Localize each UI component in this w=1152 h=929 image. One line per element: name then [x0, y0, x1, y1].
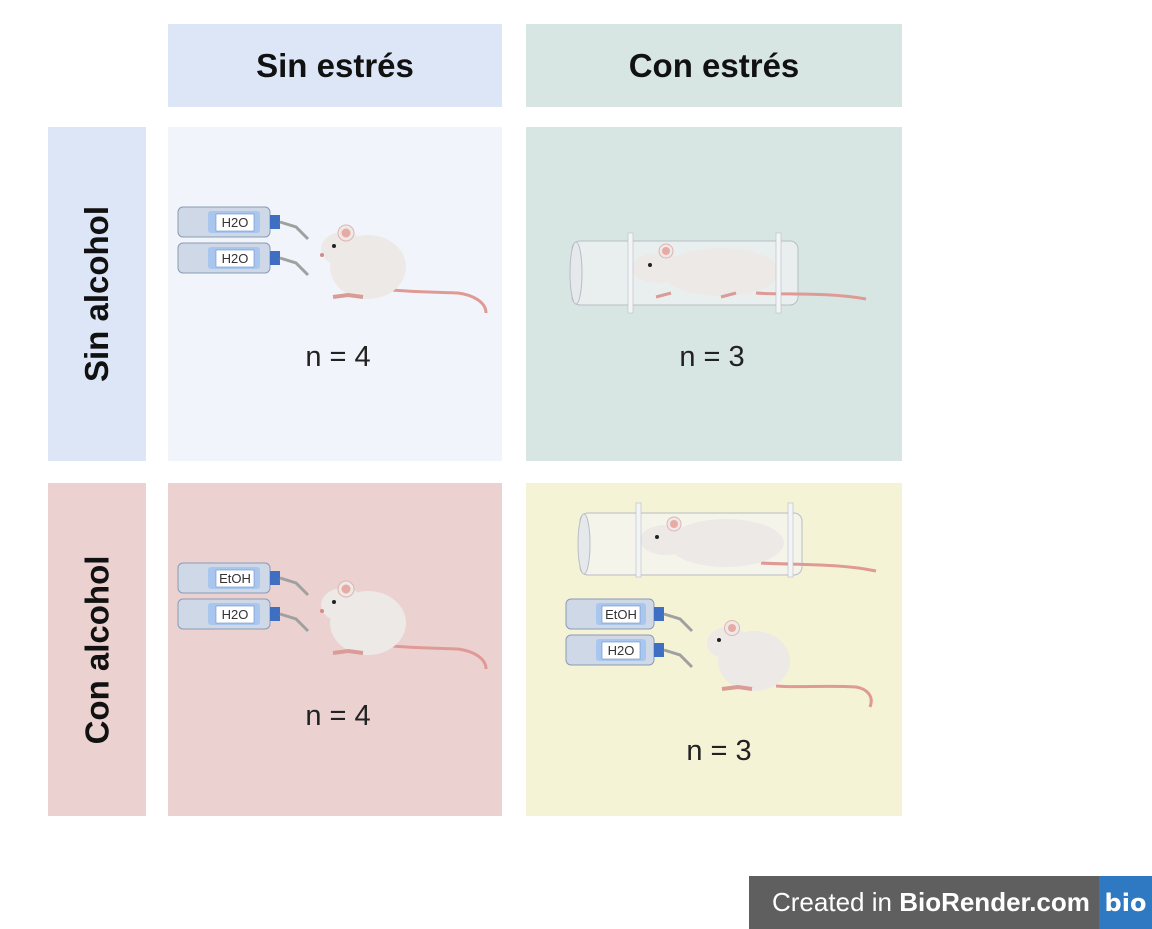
restraint-tube-illustration: [569, 232, 867, 314]
credit-prefix: Created in: [772, 887, 900, 917]
water-bottle-icon: H2O: [565, 634, 694, 669]
svg-text:EtOH: EtOH: [605, 607, 637, 622]
svg-text:EtOH: EtOH: [219, 571, 251, 586]
svg-text:H2O: H2O: [608, 643, 635, 658]
cell-con-alcohol-con-estres: EtOH H2O n = 3: [526, 483, 902, 816]
credit-brand: BioRender.com: [899, 887, 1090, 917]
mouse-drinking-illustration: H2O H2O: [177, 206, 488, 314]
biorender-credit: Created in BioRender.com: [749, 887, 1090, 918]
ethanol-bottle-icon: EtOH: [177, 562, 310, 597]
cell-sin-alcohol-sin-estres: H2O H2O n = 4: [168, 127, 502, 461]
mouse-drinking-illustration: EtOH H2O: [177, 562, 488, 670]
n-count: n = 4: [305, 700, 371, 732]
row-header-con-alcohol: Con alcohol: [48, 483, 146, 816]
mouse-icon: [632, 243, 867, 301]
n-count: n = 3: [679, 341, 745, 373]
water-bottle-icon: H2O: [177, 598, 310, 633]
svg-text:H2O: H2O: [222, 251, 249, 266]
col-header-con-estres-label: Con estrés: [628, 46, 800, 84]
mouse-icon: [320, 224, 488, 314]
water-bottle-icon: H2O: [177, 242, 310, 277]
cell-con-alcohol-sin-estres: EtOH H2O n = 4: [168, 483, 502, 816]
row-header-sin-alcohol-label: Sin alcohol: [78, 205, 115, 383]
biorender-badge[interactable]: Created in BioRender.com bio: [749, 876, 1152, 929]
mouse-icon: [320, 580, 488, 670]
ethanol-bottle-icon: EtOH: [565, 598, 694, 633]
water-bottle-icon: H2O: [177, 206, 310, 241]
n-count: n = 4: [305, 341, 371, 373]
row-header-con-alcohol-label: Con alcohol: [78, 555, 115, 744]
col-header-sin-estres: Sin estrés: [168, 24, 502, 107]
svg-text:H2O: H2O: [222, 607, 249, 622]
cell-sin-alcohol-con-estres: n = 3: [526, 127, 902, 461]
n-count: n = 3: [686, 735, 752, 767]
col-header-con-estres: Con estrés: [526, 24, 902, 107]
mouse-icon: [640, 516, 877, 573]
restraint-and-drinking-illustration: EtOH H2O: [565, 502, 877, 708]
biorender-logo-icon: bio: [1099, 876, 1152, 929]
svg-text:H2O: H2O: [222, 215, 249, 230]
col-header-sin-estres-label: Sin estrés: [256, 46, 414, 84]
row-header-sin-alcohol: Sin alcohol: [48, 127, 146, 461]
mouse-icon: [707, 620, 873, 708]
